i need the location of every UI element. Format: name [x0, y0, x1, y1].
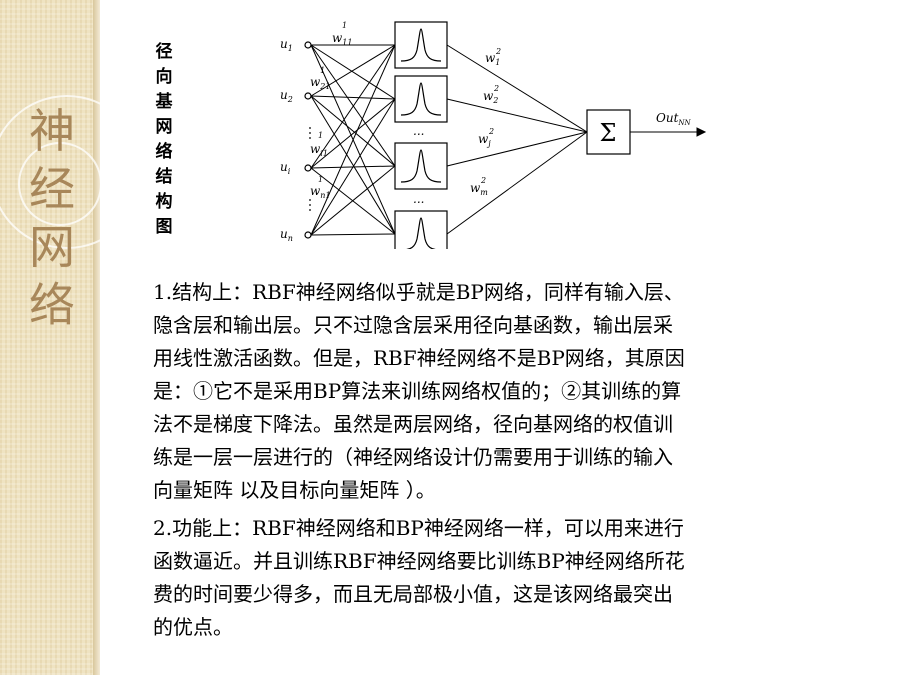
rbf-network-diagram: Σ u1 u2 ui un w11 1 w21 1 wi1 1 wn1 1 w1… [280, 21, 707, 249]
weight-label: w2 [483, 89, 498, 105]
weight-sup: 1 [342, 21, 347, 30]
weight-sup: 2 [488, 127, 494, 136]
weight-label: wn1 [310, 184, 331, 200]
summation-unit [586, 109, 631, 155]
input-node [304, 41, 312, 49]
paragraph-function: 2.功能上：RBF神经网络和BP神经网络一样，可以用来进行 函数逼近。并且训练R… [153, 516, 685, 639]
weight-label: wi1 [310, 142, 328, 158]
input-node [304, 231, 312, 239]
label-char: 络 [155, 142, 173, 162]
gaussian-curve [400, 28, 442, 62]
label-char: 基 [155, 92, 173, 112]
vertical-dots [309, 127, 311, 211]
ellipses: ... ... [413, 124, 424, 206]
weight-label: wm [470, 181, 488, 197]
weight-label: w11 [332, 31, 352, 47]
label-char: 向 [155, 67, 173, 87]
label-char: 网 [155, 117, 173, 137]
sidebar-title: 神 经 网 络 [22, 102, 82, 334]
weight-sup: 1 [320, 66, 325, 75]
sidebar-title-char: 络 [29, 278, 75, 332]
label-char: 径 [155, 42, 173, 62]
input-label: ui [280, 160, 291, 176]
output-arrow [630, 127, 707, 137]
weight-sup: 2 [495, 47, 501, 56]
label-char: 结 [155, 167, 173, 187]
gaussian-curve [400, 149, 442, 183]
decorative-circle-large [0, 95, 144, 249]
input-to-hidden-connections [310, 44, 396, 236]
paragraph-structure: 1.结构上：RBF神经网络似乎就是BP网络，同样有输入层、 隐含层和输出层。只不… [153, 280, 685, 502]
gaussian-curve [406, 217, 436, 249]
weight-label: w1 [485, 51, 500, 67]
weight-sup: 2 [493, 84, 499, 93]
input-label: u1 [280, 37, 293, 53]
output-label: OutNN [656, 111, 692, 127]
sidebar-edge [93, 0, 100, 675]
label-char: 构 [155, 192, 173, 212]
ellipsis: ... [413, 192, 424, 206]
weight-sup: 2 [480, 176, 486, 185]
input-labels: u1 u2 ui un [280, 37, 293, 243]
ellipsis: ... [413, 124, 424, 138]
diagram-vertical-label: 径 向 基 网 络 结 构 图 [152, 40, 176, 240]
weight-label: wj [478, 132, 491, 148]
weight-label: w21 [310, 75, 330, 91]
hidden-units [394, 21, 448, 249]
output-weight-labels: w1 2 w2 2 wj 2 wm 2 [470, 47, 501, 197]
input-nodes [304, 41, 312, 239]
input-label: un [280, 227, 293, 243]
weight-sup: 1 [318, 131, 323, 140]
sidebar-title-char: 网 [29, 220, 75, 274]
input-weight-labels: w11 1 w21 1 wi1 1 wn1 1 [310, 21, 352, 200]
sidebar-title-char: 经 [29, 162, 75, 216]
input-node [304, 92, 312, 100]
gaussian-curve [400, 82, 442, 116]
input-node [304, 164, 312, 172]
weight-sup: 1 [318, 175, 323, 184]
sum-symbol: Σ [600, 119, 617, 147]
input-label: u2 [280, 88, 293, 104]
hidden-unit [394, 210, 448, 249]
hidden-to-output-connections [446, 44, 588, 235]
decorative-circle-small [18, 142, 102, 226]
label-char: 图 [155, 217, 173, 237]
sidebar-title-char: 神 [29, 104, 75, 158]
